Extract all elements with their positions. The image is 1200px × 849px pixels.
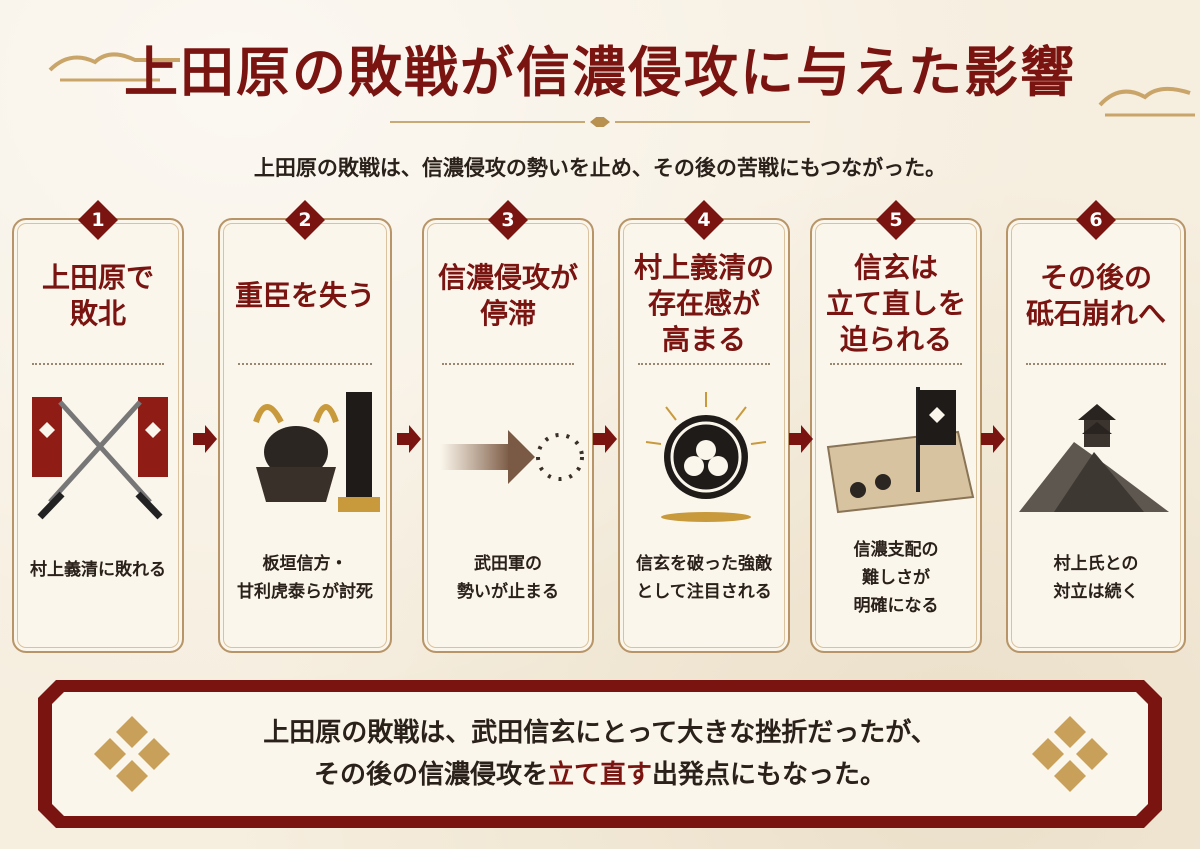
cloud-decoration-right	[1098, 86, 1195, 117]
step-number-badge: 6	[1076, 200, 1116, 240]
summary-line-1: 上田原の敗戦は、武田信玄にとって大きな挫折だったが、	[263, 718, 937, 748]
arrow-icon	[593, 425, 617, 453]
arrow-icon	[193, 425, 217, 453]
step-card-2: 重臣を失う 板垣信方・甘利虎泰らが討死	[218, 218, 392, 653]
arrow-icon	[397, 425, 421, 453]
war-map-flag-icon	[818, 382, 978, 532]
dotted-divider	[442, 363, 574, 365]
subtitle: 上田原の敗戦は、信濃侵攻の勢いを止め、その後の苦戦にもつながった。	[253, 155, 947, 180]
step-number: 1	[91, 209, 105, 231]
summary-line-2-pre: その後の信濃侵攻を	[313, 760, 548, 790]
summary-highlight-1: 立て直す	[547, 760, 652, 790]
cloud-decoration-left	[48, 52, 180, 82]
step-title: 重臣を失う	[234, 279, 375, 312]
step-description: 村上義清に敗れる	[30, 560, 166, 580]
kabuto-helmet-memorial-icon	[226, 382, 386, 532]
crossed-swords-banners-icon	[20, 382, 180, 532]
summary-line-2-post: にもなった。	[730, 760, 887, 790]
dotted-divider	[32, 363, 164, 365]
halted-arrow-icon	[430, 382, 590, 532]
step-description: 板垣信方・甘利虎泰らが討死	[237, 554, 373, 602]
step-number: 3	[501, 209, 515, 231]
dotted-divider	[830, 363, 962, 365]
step-number-badge: 1	[78, 200, 118, 240]
step-card-4: 村上義清の存在感が高まる 信玄を破った強敵として注目される	[618, 218, 790, 653]
step-number-badge: 5	[876, 200, 916, 240]
step-number-badge: 3	[488, 200, 528, 240]
step-number: 5	[889, 209, 903, 231]
step-title: 信玄は立て直しを迫られる	[825, 251, 966, 356]
summary-text: 上田原の敗戦は、武田信玄にとって大きな挫折だったが、 その後の信濃侵攻を立て直す…	[150, 712, 1050, 796]
summary-highlight-2: 出発点	[652, 760, 731, 790]
step-title: 村上義清の存在感が高まる	[633, 251, 774, 356]
step-card-5: 信玄は立て直しを迫られる 信濃支配の難しさが明確になる	[810, 218, 982, 653]
step-number-badge: 2	[285, 200, 325, 240]
arrow-icon	[789, 425, 813, 453]
step-card-1: 上田原で敗北 村上義清に敗れる	[12, 218, 184, 653]
arrow-icon	[981, 425, 1005, 453]
step-number: 6	[1089, 209, 1103, 231]
step-title: その後の砥石崩れへ	[1025, 261, 1166, 330]
step-title: 信濃侵攻が停滞	[437, 261, 578, 330]
dotted-divider	[238, 363, 372, 365]
page-title: 上田原の敗戦が信濃侵攻に与えた影響	[124, 40, 1076, 104]
step-description: 武田軍の勢いが止まる	[457, 554, 559, 602]
step-number: 4	[697, 209, 711, 231]
summary-banner	[52, 692, 1148, 816]
diamond-crest-icon	[94, 716, 170, 792]
title-divider	[390, 117, 810, 127]
castle-mountain-icon	[1014, 382, 1174, 532]
step-description: 信濃支配の難しさが明確になる	[853, 540, 939, 616]
step-card-3: 信濃侵攻が停滞 武田軍の勢いが止まる	[422, 218, 594, 653]
dotted-divider	[1026, 363, 1166, 365]
step-number: 2	[298, 209, 312, 231]
step-title: 上田原で敗北	[41, 261, 154, 330]
summary-line-2: その後の信濃侵攻を立て直す出発点にもなった。	[150, 754, 1050, 796]
diamond-crest-icon	[1032, 716, 1108, 792]
step-number-badge: 4	[684, 200, 724, 240]
step-card-6: その後の砥石崩れへ 村上氏との対立は続く	[1006, 218, 1186, 653]
dotted-divider	[638, 363, 770, 365]
step-description: 村上氏との対立は続く	[1053, 554, 1139, 602]
step-description: 信玄を破った強敵として注目される	[636, 554, 772, 602]
family-crest-icon	[626, 382, 786, 532]
